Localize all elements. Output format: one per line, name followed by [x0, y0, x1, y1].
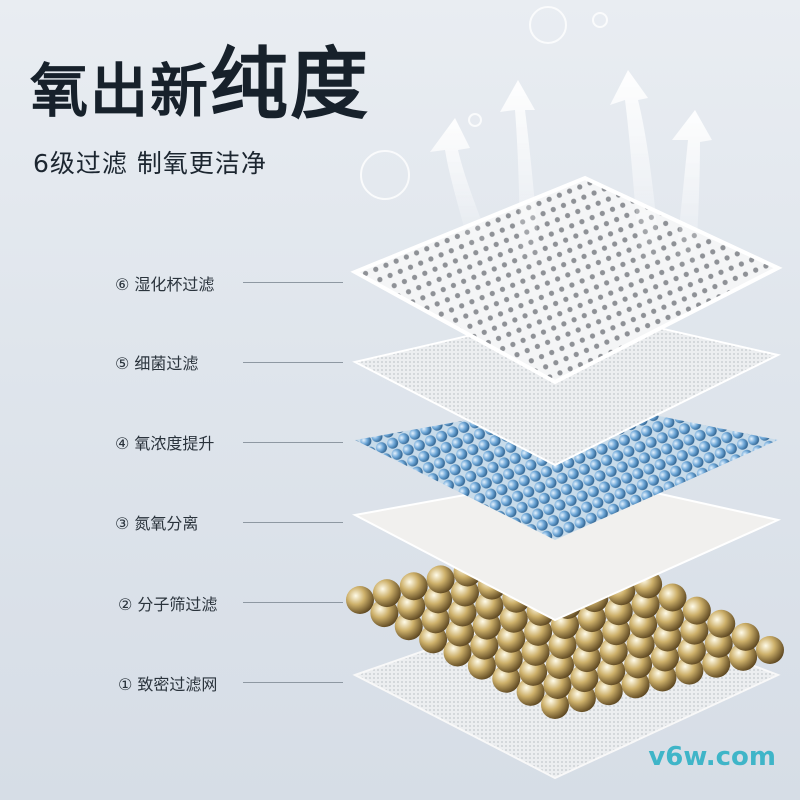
leader-line — [243, 442, 343, 443]
layer-label-5: ⑤ 细菌过滤 — [115, 354, 199, 373]
leader-line — [243, 282, 343, 283]
layer-6-humidifier-plate — [350, 175, 783, 385]
gold-bead — [707, 609, 736, 638]
layer-label-1: ① 致密过滤网 — [118, 675, 218, 694]
gold-bead — [426, 565, 455, 594]
gold-bead — [346, 586, 374, 614]
headline-part1: 氧出新 — [30, 57, 211, 125]
o2-bubble-icon — [360, 6, 608, 200]
watermark: v6w.com — [648, 742, 776, 772]
leader-line — [243, 602, 343, 603]
headline: 氧出新纯度 — [30, 22, 370, 134]
leader-line — [243, 682, 343, 683]
leader-line — [243, 522, 343, 523]
layer-label-3: ③ 氮氧分离 — [115, 514, 199, 533]
layer-label-6: ⑥ 湿化杯过滤 — [115, 275, 215, 294]
gold-bead — [372, 579, 401, 608]
gold-bead — [756, 636, 784, 664]
subtitle: 6级过滤 制氧更洁净 — [33, 149, 267, 178]
gold-bead — [399, 572, 428, 601]
layer-label-2: ② 分子筛过滤 — [118, 595, 218, 614]
headline-part2: 纯度 — [210, 40, 371, 130]
airflow-arrows-icon — [430, 70, 712, 270]
leader-line — [243, 362, 343, 363]
gold-bead — [731, 622, 760, 651]
gold-bead — [682, 596, 711, 625]
gold-bead — [658, 583, 687, 612]
layer-label-4: ④ 氧浓度提升 — [115, 434, 215, 453]
layer-4-blue-beads — [355, 400, 778, 540]
